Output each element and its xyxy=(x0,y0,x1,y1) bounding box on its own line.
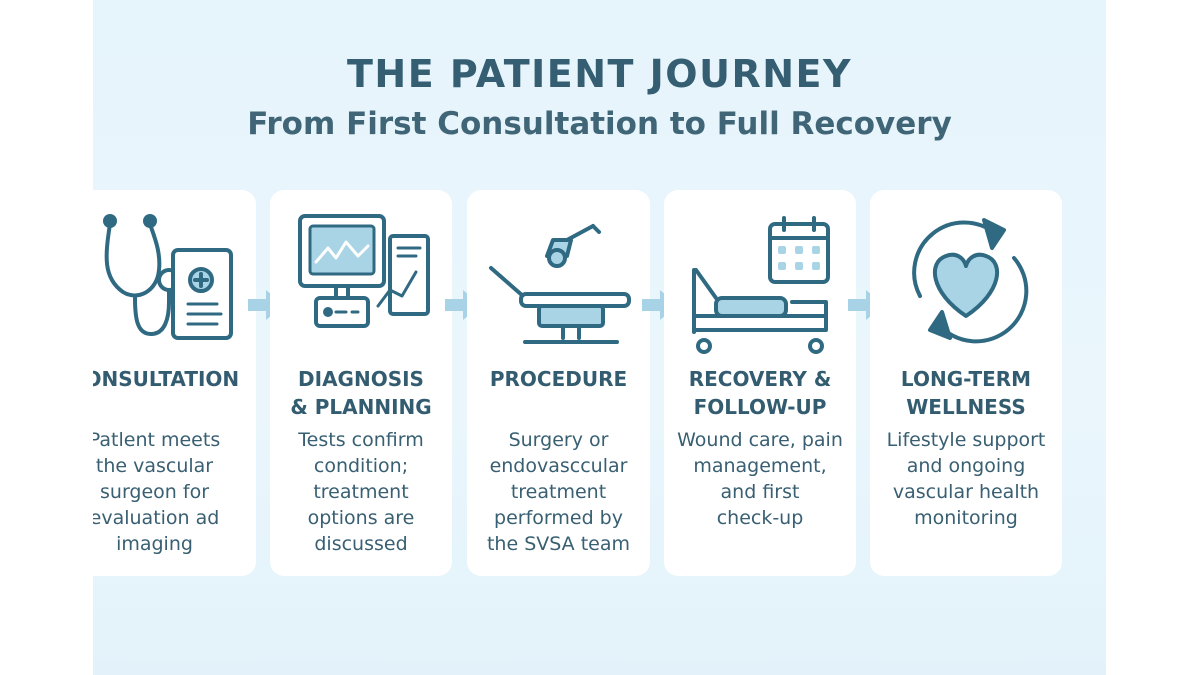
page-subtitle: From First Consultation to Full Recovery xyxy=(247,106,952,142)
step-card-wellness: LONG-TERM WELLNESS Lifestyle support and… xyxy=(870,190,1062,576)
step-card-consultation: CONSULTATION Patlent meets the vascular … xyxy=(93,190,256,576)
step-description: Tests confirm condition; treatment optio… xyxy=(298,429,424,555)
step-card-recovery: RECOVERY & FOLLOW-UP Wound care, pain ma… xyxy=(664,190,856,576)
step-description: Wound care, pain management, and first c… xyxy=(677,429,843,529)
ultrasound-monitor-icon xyxy=(270,206,452,356)
operating-table-icon xyxy=(467,206,650,356)
step-description: Surgery or endovasccular treatment perfo… xyxy=(486,429,631,555)
step-card-diagnosis: DIAGNOSIS & PLANNING Tests confirm condi… xyxy=(270,190,452,576)
hospital-bed-calendar-icon xyxy=(664,206,856,356)
stethoscope-icon xyxy=(93,206,256,356)
step-title: DIAGNOSIS & PLANNING xyxy=(290,367,432,419)
step-description: Patlent meets the vascular surgeon for e… xyxy=(93,429,221,555)
step-title: RECOVERY & FOLLOW-UP xyxy=(688,367,832,419)
step-title: PROCEDURE xyxy=(489,367,628,391)
journey-infographic: THE PATIENT JOURNEY From First Consultat… xyxy=(93,0,1106,675)
step-card-procedure: PROCEDURE Surgery or endovasccular treat… xyxy=(467,190,650,576)
heart-cycle-icon xyxy=(870,206,1062,356)
step-title: LONG-TERM WELLNESS xyxy=(900,367,1032,419)
step-title: CONSULTATION xyxy=(93,367,240,391)
step-description: Lifestyle support and ongoing vascular h… xyxy=(886,429,1046,529)
page-title: THE PATIENT JOURNEY xyxy=(346,52,853,96)
